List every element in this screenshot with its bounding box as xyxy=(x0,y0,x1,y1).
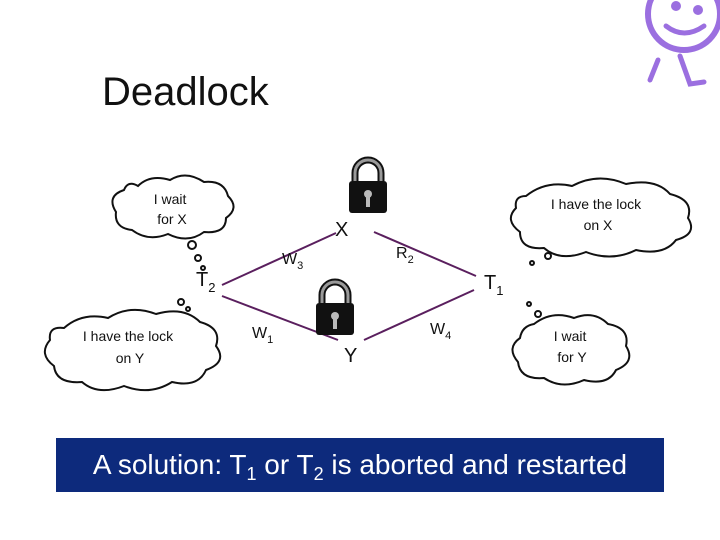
node-x: X xyxy=(335,219,348,241)
edge-label-w4: W4 xyxy=(430,321,451,342)
edge-r2 xyxy=(373,231,477,277)
thought-bubble-t2-wait: I wait for X xyxy=(111,174,235,271)
edge-w4 xyxy=(363,289,475,341)
node-y: Y xyxy=(344,345,357,367)
node-t1: T1 xyxy=(484,272,503,298)
thought-bubble-t1-have: I have the lock on X xyxy=(509,177,692,266)
slide-title: Deadlock xyxy=(102,70,269,114)
padlock-icon xyxy=(316,278,354,335)
edge-label-w3: W3 xyxy=(282,251,303,272)
svg-text:I have the lock on X: I have the lock on X xyxy=(551,196,645,233)
mascot-logo-icon xyxy=(645,0,720,87)
edge-label-r2: R2 xyxy=(396,245,414,266)
padlock-icon xyxy=(349,156,387,213)
node-t2: T2 xyxy=(196,269,215,295)
svg-text:I have the lock on Y: I have the lock on Y xyxy=(83,328,177,366)
svg-text:I wait for X: I wait for X xyxy=(154,191,191,227)
edge-label-w1: W1 xyxy=(252,325,273,346)
svg-text:I wait for Y: I wait for Y xyxy=(554,328,591,365)
thought-bubble-t2-have: I have the lock on Y xyxy=(43,298,222,392)
solution-banner: A solution: T1 or T2 is aborted and rest… xyxy=(56,438,664,492)
edge-w3 xyxy=(221,232,337,286)
thought-bubble-t1-wait: I wait for Y xyxy=(511,301,631,386)
